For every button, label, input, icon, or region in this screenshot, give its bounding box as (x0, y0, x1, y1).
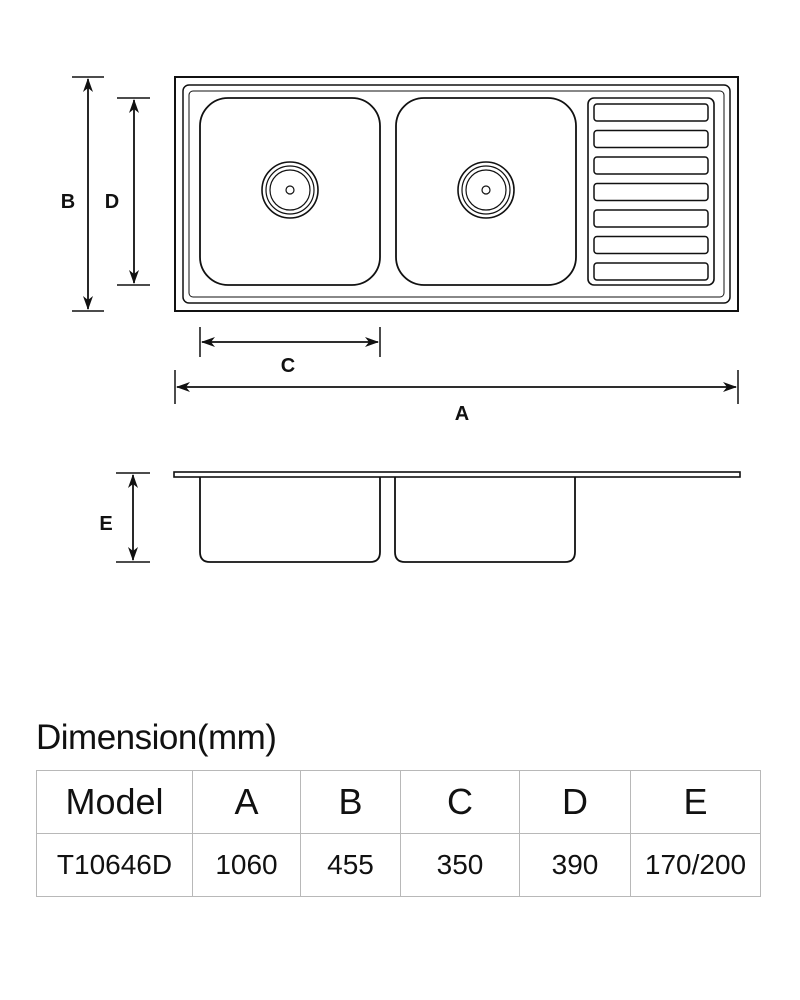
header-d: D (519, 770, 631, 834)
dimension-c (199, 327, 381, 357)
drainer-slot (593, 103, 709, 122)
sink-inner-rim (182, 84, 731, 304)
bowl-left (199, 97, 381, 286)
dimension-table-title: Dimension(mm) (36, 718, 277, 757)
header-e: E (630, 770, 761, 834)
header-a: A (192, 770, 301, 834)
sink-deck-edge (188, 90, 725, 298)
dimension-b (72, 76, 104, 312)
cell-c: 350 (400, 833, 520, 897)
dimension-a (174, 370, 739, 404)
side-bowl-right (394, 477, 576, 563)
dimension-e-label: E (99, 513, 112, 535)
drainer-slot (593, 262, 709, 281)
drainer-slot (593, 209, 709, 228)
side-bowl-left (199, 477, 381, 563)
cell-d: 390 (519, 833, 631, 897)
dimension-a-label: A (455, 403, 469, 425)
table-row: T10646D 1060 455 350 390 170/200 (36, 833, 761, 897)
dimension-table: Model A B C D E T10646D 1060 455 350 390… (36, 770, 761, 897)
dimension-c-label: C (281, 355, 295, 377)
drainer-slots (593, 103, 709, 281)
table-header-row: Model A B C D E (36, 770, 761, 834)
sink-side-view (173, 471, 741, 563)
sink-top-view (174, 76, 739, 312)
header-model: Model (36, 770, 193, 834)
dimension-d (117, 97, 150, 286)
drain-right (457, 161, 515, 219)
header-c: C (400, 770, 520, 834)
drain-left (261, 161, 319, 219)
sink-outer-frame (174, 76, 739, 312)
dimension-e (116, 472, 150, 563)
drainer-slot (593, 129, 709, 149)
sink-technical-drawing: B D C A E (61, 76, 741, 563)
drainer-slot (593, 182, 709, 202)
dimension-d-label: D (105, 191, 119, 213)
cell-e: 170/200 (630, 833, 761, 897)
header-b: B (300, 770, 401, 834)
bowl-right (395, 97, 577, 286)
dimension-b-label: B (61, 191, 75, 213)
cell-model: T10646D (36, 833, 193, 897)
cell-a: 1060 (192, 833, 301, 897)
side-deck (173, 471, 741, 478)
drainer-slot (593, 156, 709, 175)
drainer-slot (593, 235, 709, 255)
drainer-board (587, 97, 715, 286)
cell-b: 455 (300, 833, 401, 897)
